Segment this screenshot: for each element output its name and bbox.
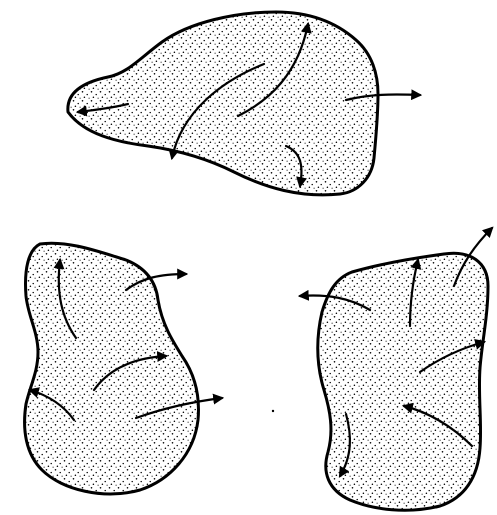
bottom-left-blob [25, 243, 222, 494]
bottom-right-blob [300, 228, 492, 510]
top-blob [68, 12, 420, 195]
stray-dot [272, 410, 274, 412]
bottom-left-blob-outline [25, 243, 199, 494]
top-blob-outline [68, 12, 378, 195]
